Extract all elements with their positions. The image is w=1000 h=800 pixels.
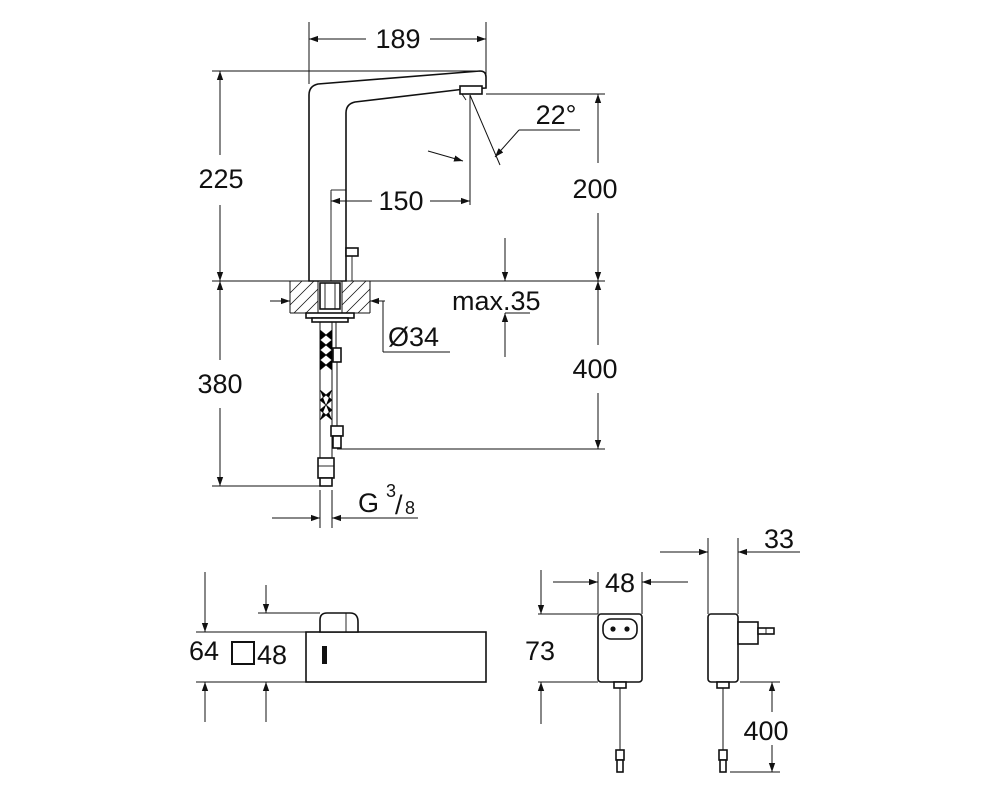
square-section-symbol <box>231 641 255 665</box>
faucet-side-view: 189 22° 225 150 200 max.35 Ø34 380 400 G… <box>197 22 618 528</box>
power-supply-side-view: 33 400 <box>660 524 800 773</box>
dim-outlet-height: 200 <box>572 174 617 204</box>
power-supply-front-view: 48 73 <box>525 568 688 773</box>
dim-psu-height: 73 <box>525 636 555 666</box>
dim-thread-slash: / <box>395 490 403 520</box>
spout-front-view: 64 48 <box>189 572 487 722</box>
deck-hatch-right <box>341 280 371 314</box>
spout-aerator <box>459 85 483 95</box>
body-knob <box>345 247 359 257</box>
dim-hose-length: 380 <box>197 369 242 399</box>
spout-cross-section <box>305 631 487 683</box>
dim-psu-width: 48 <box>605 568 635 598</box>
faucet-body-outline <box>308 70 487 282</box>
dim-spout-reach: 189 <box>375 24 420 54</box>
dim-psu-depth: 33 <box>764 524 794 554</box>
dim-spray-angle: 22° <box>536 100 577 130</box>
dim-thread-den: 8 <box>405 498 415 518</box>
dim-cable-length: 400 <box>572 354 617 384</box>
dim-spout-height: 64 <box>189 636 219 666</box>
dim-max-deck-thickness: max.35 <box>452 286 541 316</box>
dim-body-square: 48 <box>257 640 287 670</box>
dim-thread-num: 3 <box>386 481 396 501</box>
dim-spout-offset: 150 <box>378 186 423 216</box>
sensor-cable <box>330 322 344 449</box>
dim-faucet-height: 225 <box>198 164 243 194</box>
psu-body-side <box>707 613 739 683</box>
dim-thread-g: G <box>358 488 379 518</box>
supply-hose <box>317 322 335 487</box>
dim-hole-diameter: Ø34 <box>388 322 439 352</box>
dim-psu-cable-length: 400 <box>743 716 788 746</box>
deck-hatch-left <box>289 280 319 314</box>
